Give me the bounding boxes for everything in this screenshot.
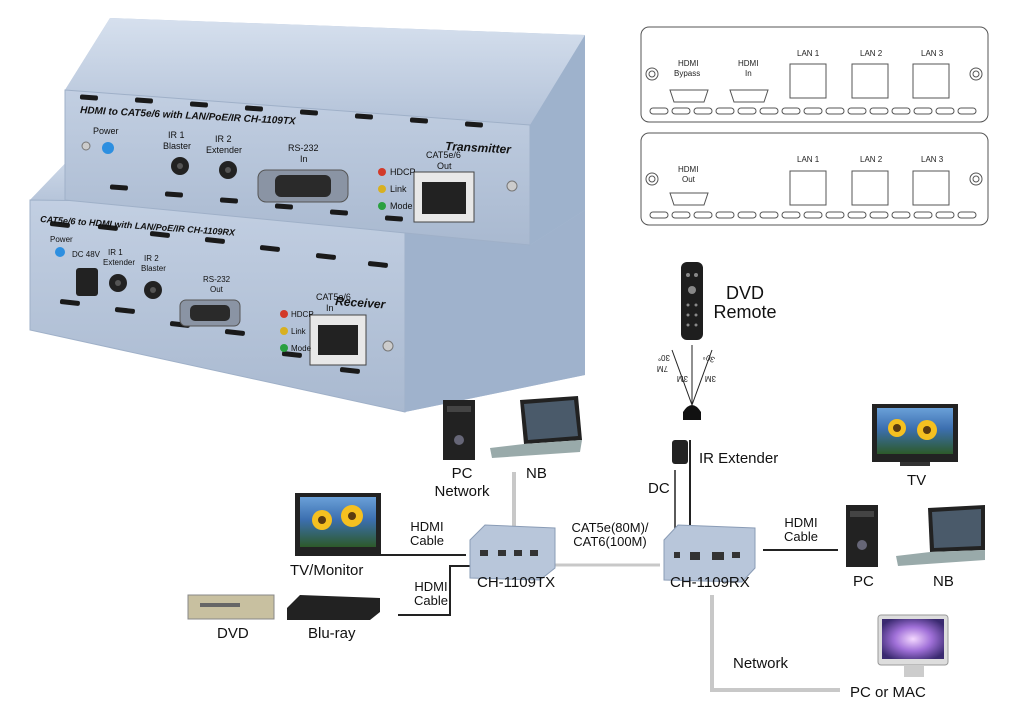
- panel-top-lan2: LAN 2: [860, 49, 883, 58]
- rx-ir2-label-2: Blaster: [141, 264, 166, 273]
- rear-panel-rx: [640, 132, 989, 226]
- ch-1109tx-label: CH-1109TX: [477, 574, 556, 591]
- panel-bottom-hdmi-out-2: Out: [682, 175, 696, 184]
- panel-top-hdmi-bypass-1: HDMI: [678, 59, 698, 68]
- pc-network-label-1: PC: [451, 465, 473, 482]
- rx-ir1-label-2: Extender: [103, 258, 135, 267]
- mac-image: [877, 614, 949, 677]
- tx-ir2-label-2: Extender: [206, 145, 242, 155]
- ir-range-3m-left: 3M: [677, 374, 688, 383]
- cables: [381, 440, 840, 692]
- tx-ir1-label-2: Blaster: [163, 141, 191, 151]
- panel-top-hdmi-in-1: HDMI: [738, 59, 758, 68]
- panel-top-hdmi-in-2: In: [745, 69, 752, 78]
- hdmi-cable-2-label-2: Cable: [414, 593, 448, 608]
- tx-power-label: Power: [93, 126, 119, 136]
- pc-network-label-2: Network: [434, 483, 490, 500]
- panel-top-lan1: LAN 1: [797, 49, 820, 58]
- tx-led-hdcp: HDCP: [390, 167, 416, 177]
- dvd-remote-image: [671, 262, 713, 464]
- pc-tower-right: [846, 505, 878, 567]
- rx-led-hdcp: HDCP: [291, 310, 314, 319]
- rx-rs232-label-1: RS-232: [203, 275, 231, 284]
- tx-ir2-label-1: IR 2: [215, 134, 232, 144]
- dvd-remote-label-2: Remote: [713, 302, 777, 322]
- tx-rs232-label-1: RS-232: [288, 143, 319, 153]
- rx-cat-label-2: In: [326, 303, 334, 313]
- nb-right-label: NB: [933, 573, 954, 590]
- tx-led-link: Link: [390, 184, 407, 194]
- ir-range-3m-right: 3M: [705, 374, 716, 383]
- ir-angle-right: 30°: [702, 352, 716, 365]
- tv-monitor-image: [295, 493, 381, 556]
- tv-monitor-label: TV/Monitor: [290, 562, 364, 579]
- hdmi-cable-3-label-1: HDMI: [784, 515, 818, 530]
- hdmi-cable-3-label-2: Cable: [784, 529, 818, 544]
- cat-label-2: CAT6(100M): [573, 534, 647, 549]
- tx-rs232-label-2: In: [300, 154, 308, 164]
- bluray-player-image: [287, 595, 380, 620]
- rx-cat-label-1: CAT5e/6: [316, 292, 351, 302]
- ch-1109rx-unit: [663, 524, 756, 583]
- dc-label: DC: [648, 480, 670, 497]
- rx-power-label: Power: [50, 235, 73, 244]
- tx-cat-label-1: CAT5e/6: [426, 150, 461, 160]
- panel-top-lan3: LAN 3: [921, 49, 944, 58]
- ir-extender-label: IR Extender: [699, 450, 779, 467]
- pc-tower-network: [443, 400, 475, 460]
- panel-bottom-lan3: LAN 3: [921, 155, 944, 164]
- dvd-player-image: [187, 594, 275, 620]
- dvd-remote-label-1: DVD: [725, 283, 764, 303]
- rx-rs232-label-2: Out: [210, 285, 224, 294]
- panel-bottom-hdmi-out-1: HDMI: [678, 165, 698, 174]
- rx-ir2-label-1: IR 2: [144, 254, 159, 263]
- nb-top-label: NB: [526, 465, 547, 482]
- tx-cat-label-2: Out: [437, 161, 452, 171]
- ch-1109rx-label: CH-1109RX: [670, 574, 750, 591]
- panel-bottom-lan2: LAN 2: [860, 155, 883, 164]
- panel-top-hdmi-bypass-2: Bypass: [674, 69, 700, 78]
- ir-angle-left: 30°: [658, 353, 670, 362]
- ch-1109tx-unit: [469, 524, 556, 581]
- hdmi-cable-2-label-1: HDMI: [414, 579, 448, 594]
- rx-ir1-label-1: IR 1: [108, 248, 123, 257]
- cat-label-1: CAT5e(80M)/: [571, 520, 649, 535]
- notebook-top: [490, 396, 582, 458]
- ir-range-7m: 7M: [657, 364, 668, 373]
- rx-led-link: Link: [291, 327, 307, 336]
- rx-role: Receiver: [335, 294, 387, 312]
- tv-label: TV: [907, 472, 927, 489]
- bluray-label: Blu-ray: [308, 625, 356, 642]
- rx-dc-label: DC 48V: [72, 250, 101, 259]
- pc-or-mac-label: PC or MAC: [850, 684, 926, 701]
- hdmi-cable-1-label-2: Cable: [410, 533, 444, 548]
- transmitter-device: [64, 18, 585, 246]
- rx-led-mode: Mode: [291, 344, 312, 353]
- tx-role: Transmitter: [445, 139, 513, 156]
- dvd-label: DVD: [217, 625, 249, 642]
- panel-bottom-lan1: LAN 1: [797, 155, 820, 164]
- rear-panel-tx: [640, 26, 989, 123]
- pc-right-label: PC: [853, 573, 874, 590]
- network-label: Network: [733, 655, 789, 672]
- tx-ir1-label-1: IR 1: [168, 130, 185, 140]
- tv-image: [872, 404, 958, 466]
- hdmi-cable-1-label-1: HDMI: [410, 519, 444, 534]
- notebook-right: [896, 505, 985, 566]
- tx-led-mode: Mode: [390, 201, 413, 211]
